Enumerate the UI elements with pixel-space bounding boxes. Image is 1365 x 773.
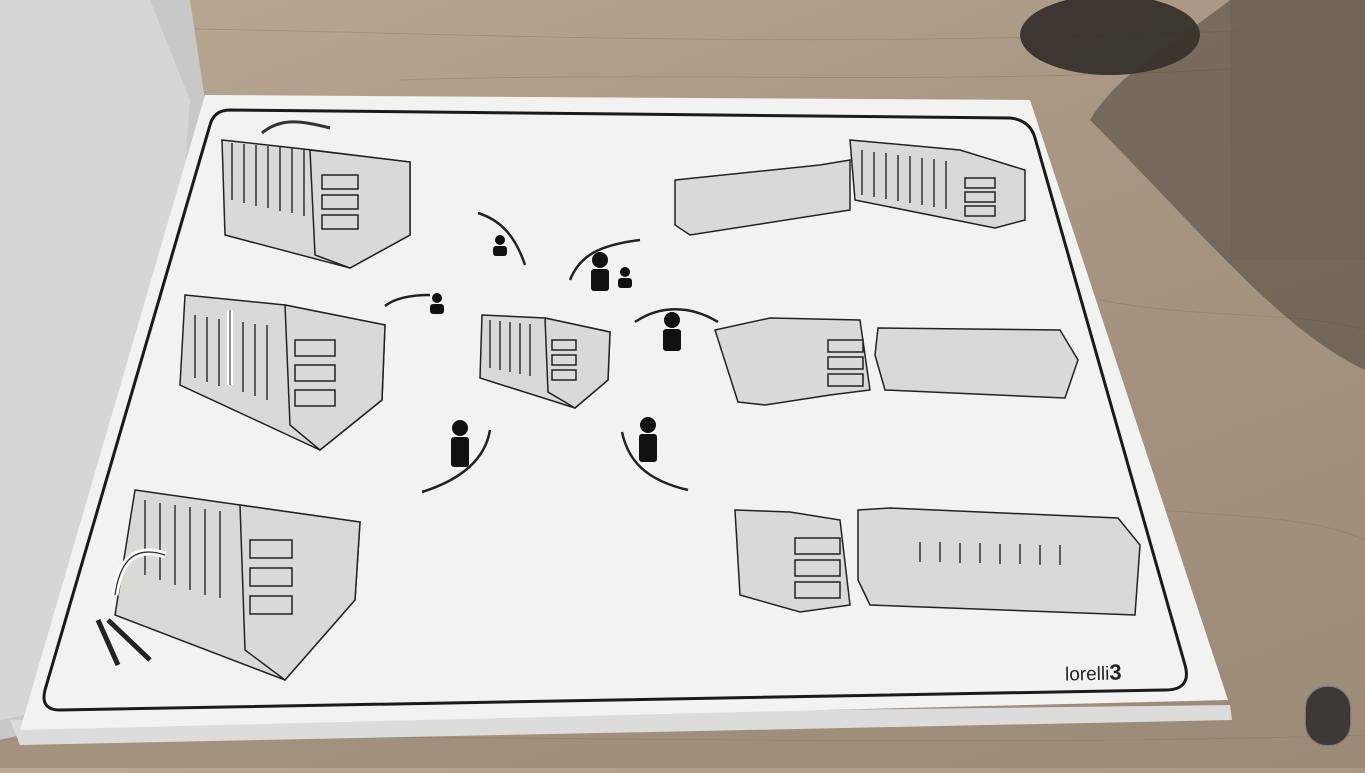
crib-with-changer-top <box>221 139 411 269</box>
dresser-and-bed <box>734 507 1141 616</box>
watermark-icon <box>1305 686 1351 746</box>
crib-side-removed <box>114 489 361 682</box>
desk-and-sofa-bed <box>714 317 1079 406</box>
brand-logo: lorelli3 <box>1064 659 1122 686</box>
arrows <box>384 211 719 494</box>
sofa-and-crib <box>674 139 1026 236</box>
crib-centre-compact <box>479 314 611 409</box>
pictograms <box>430 235 681 467</box>
page-frame <box>42 108 1188 712</box>
